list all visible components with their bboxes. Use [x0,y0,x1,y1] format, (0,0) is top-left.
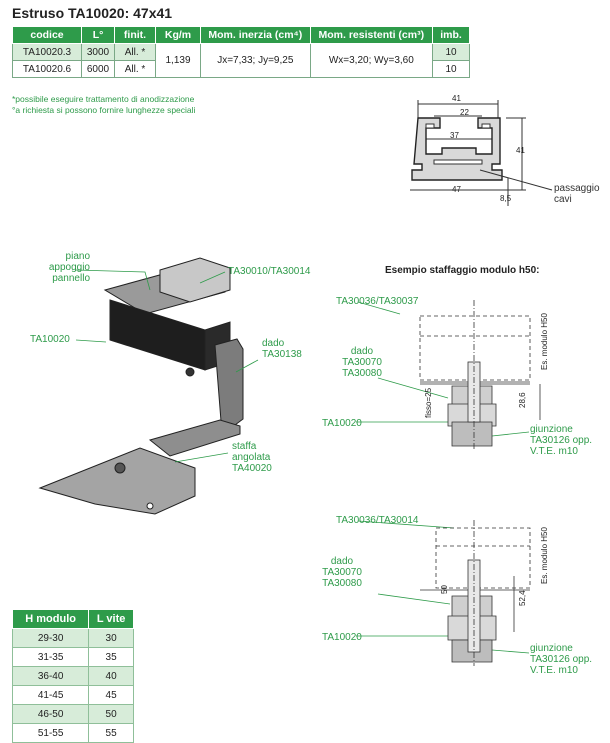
ex2-profile: TA10020 [322,632,362,643]
cell-h: 36-40 [11,666,90,686]
label-staffa: staffa angolata TA40020 [232,441,272,474]
ex2-giunzione: giunzione TA30126 opp. V.T.E. m10 [530,643,593,676]
ex2-dim-h: 50 [440,585,449,594]
ex2-top-code: TA30036/TA30014 [336,515,419,526]
cell-h: 51-55 [11,723,90,743]
ex2-dado: dado TA30070 TA30080 [322,556,362,589]
ex2-dim-h2: 52,4 [518,590,527,606]
ex1-profile: TA10020 [322,418,362,429]
cell-l: 35 [88,647,134,667]
cell-imb: 10 [432,43,470,61]
dim-top-width: 41 [452,94,461,103]
cell-l: 45 [88,685,134,705]
spec-table-header: codice L° finit. Kg/m Mom. inerzia (cm⁴)… [12,26,470,44]
ex1-top-code: TA30036/TA30037 [336,296,419,307]
example2-drawing [420,520,531,666]
cell-l: 50 [88,704,134,724]
col-resistenti: Mom. resistenti (cm³) [309,26,434,44]
cell-h: 29-30 [11,628,90,648]
cell-length: 6000 [81,60,115,78]
cell-kgm: 1,139 [155,43,201,78]
cell-resistenti: Wx=3,20; Wy=3,60 [309,43,434,78]
example1-drawing [419,300,541,450]
notes: *possibile eseguire trattamento di anodi… [12,94,195,116]
note-lengths: °a richiesta si possono fornire lunghezz… [12,105,196,115]
col-h-modulo: H modulo [11,609,90,629]
table-row: TA10020.6 6000 All. * 10 [12,60,470,78]
label-profile: TA10020 [30,334,70,345]
cell-h: 41-45 [11,685,90,705]
col-inerzia: Mom. inerzia (cm⁴) [200,26,311,44]
col-codice: codice [12,26,82,44]
label-dado: dado TA30138 [262,338,302,360]
assembly-drawing [38,257,244,515]
ex1-dim-modulo: Es. modulo H50 [540,313,549,370]
page-title: Estruso TA10020: 47x41 [12,5,173,21]
h-table-header: H modulo L vite [11,609,134,629]
ex1-giunzione: giunzione TA30126 opp. V.T.E. m10 [530,424,593,457]
table-row: TA10020.3 3000 All. * 1,139 Jx=7,33; Jy=… [12,43,470,78]
dim-slot: 37 [450,131,459,140]
dim-base: 47 [452,185,461,194]
note-anodizing: *possibile eseguire trattamento di anodi… [12,94,195,104]
cell-l: 40 [88,666,134,686]
cell-h: 46-50 [11,704,90,724]
ex1-dim-fissa: fisso=25 [424,387,433,418]
cell-finit: All. * [114,43,156,61]
col-l-vite: L vite [88,609,134,629]
example-title: Esempio staffaggio modulo h50: [385,265,540,276]
cell-h: 31-35 [11,647,90,667]
dim-height: 41 [516,146,525,155]
spec-table: codice L° finit. Kg/m Mom. inerzia (cm⁴)… [12,26,470,78]
profile-section-drawing [410,100,553,206]
ex1-dim-h: 28,6 [518,392,527,408]
col-finit: finit. [114,26,156,44]
cell-imb: 10 [432,60,470,78]
cell-finit: All. * [114,60,156,78]
dim-inner-top: 22 [460,108,469,117]
ex1-dado: dado TA30070 TA30080 [342,346,382,379]
label-codes-top: TA30010/TA30014 [228,266,311,277]
cell-l: 30 [88,628,134,648]
label-passaggio-cavi: passaggio cavi [554,183,600,205]
cell-l: 55 [88,723,134,743]
dim-base-h: 8,5 [500,194,512,203]
leader-lines [74,269,530,654]
label-piano: piano appoggio pannello [48,251,90,284]
ex2-dim-modulo: Es. modulo H50 [540,527,549,584]
